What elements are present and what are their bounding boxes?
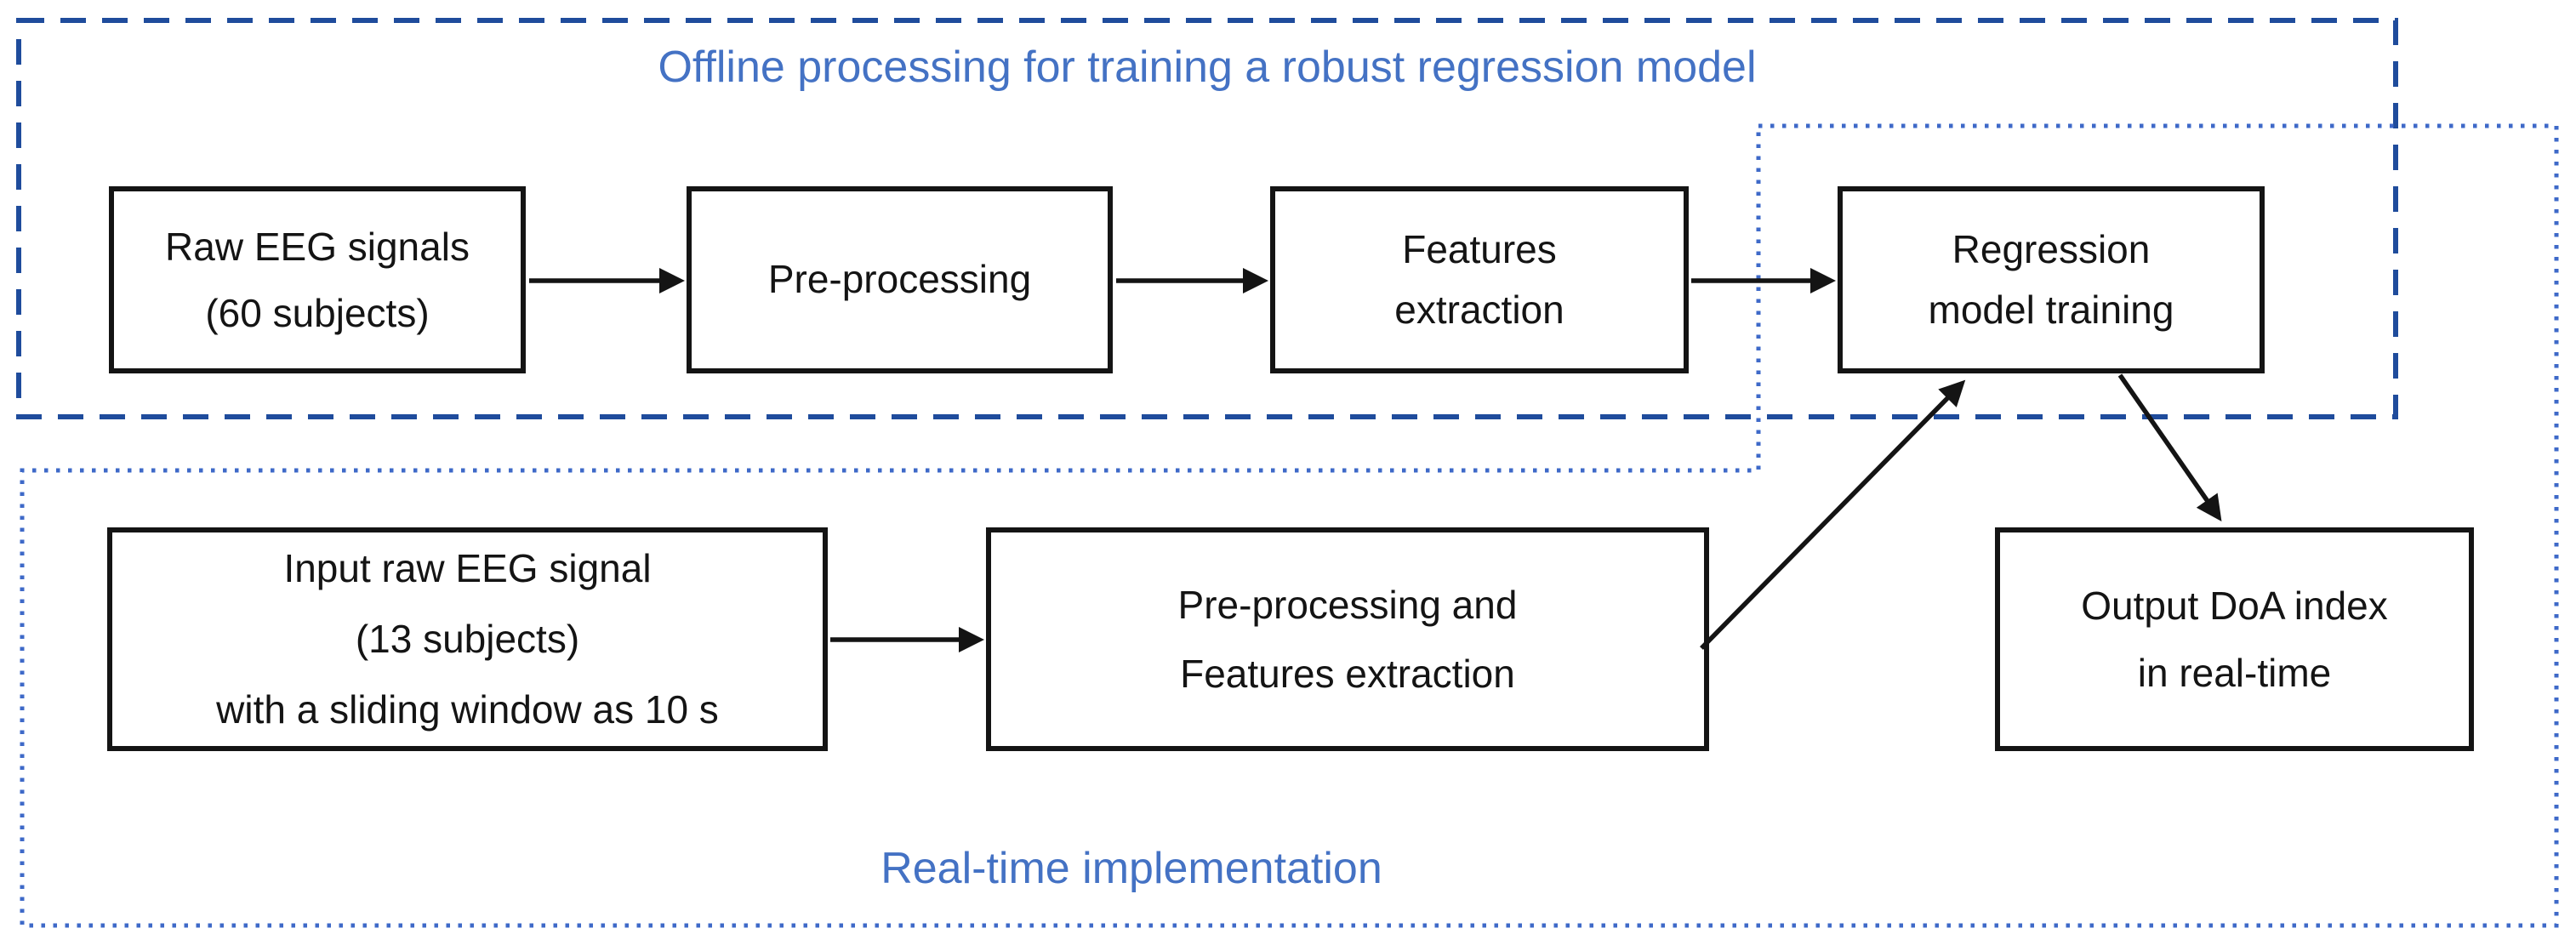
box-regression-model-training: Regression model training	[1838, 186, 2265, 373]
box-output-doa-index: Output DoA index in real-time	[1995, 527, 2474, 751]
box-preprocessing: Pre-processing	[687, 186, 1113, 373]
box-preprocessing-and-features-extraction: Pre-processing and Features extraction	[986, 527, 1709, 751]
arrow-regression-to-output	[2117, 373, 2222, 521]
offline-region-title: Offline processing for training a robust…	[658, 43, 1757, 92]
realtime-region-title: Real-time implementation	[881, 844, 1382, 893]
box-input-raw-eeg-signal: Input raw EEG signal (13 subjects) with …	[107, 527, 828, 751]
box-raw-eeg-signals: Raw EEG signals (60 subjects)	[109, 186, 526, 373]
box-features-extraction: Features extraction	[1270, 186, 1689, 373]
arrow-prefeat-to-regression	[1700, 379, 1966, 650]
